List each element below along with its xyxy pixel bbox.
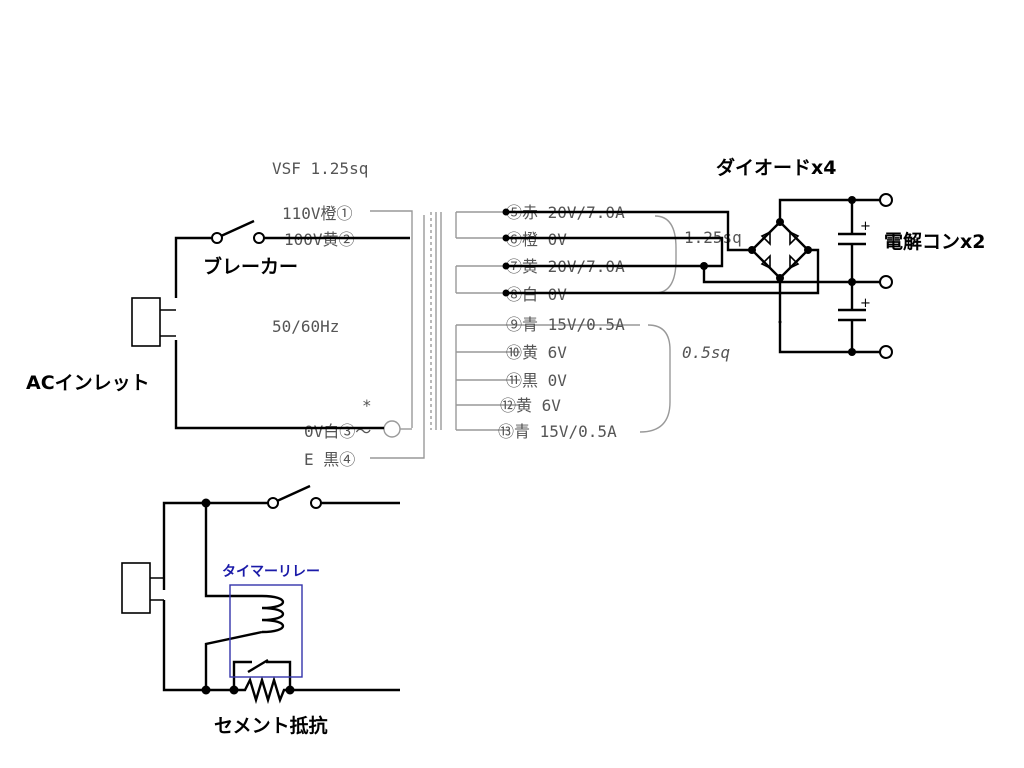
capacitor-2 [838, 282, 866, 352]
output-terminal-ground [879, 275, 893, 289]
primary-pin2-label: 100V黄② [284, 230, 355, 249]
wire-bridge-positive [778, 198, 852, 222]
node-resistor-left [229, 685, 239, 695]
breaker-contact-left [211, 232, 223, 244]
wire-coil-top [204, 503, 262, 598]
breaker-lever [220, 219, 255, 238]
capacitor-label: 電解コンx2 [884, 230, 985, 253]
wire-coil-bottom [204, 630, 263, 690]
relay-coil [261, 594, 284, 634]
cap2-plus: + [860, 296, 871, 311]
secondary-13-label: ⑬青 15V/0.5A [498, 422, 617, 441]
secondary-leads-c [455, 324, 640, 431]
stray-mark [778, 320, 782, 324]
wire-bridge-negative [778, 278, 852, 354]
wire-bottom-rail [162, 600, 206, 692]
switch-lever [276, 484, 311, 503]
wire-inlet-bottom [174, 340, 384, 430]
inlet-box [121, 562, 151, 614]
primary-lead-1 [370, 210, 413, 428]
wire-sec6 [505, 236, 724, 268]
relay-contact-lever [247, 658, 269, 674]
relay-contact-leads [232, 660, 292, 690]
junction-8 [502, 289, 510, 297]
secondary-12-label: ⑫黄 6V [500, 396, 561, 415]
bracket-1 [654, 215, 677, 294]
bridge-right-node [804, 246, 812, 254]
ac-inlet-label: ACインレット [26, 372, 150, 394]
ac-inlet-box [131, 297, 161, 347]
ground-lead [370, 215, 425, 459]
wire-spec-label: VSF 1.25sq [272, 159, 368, 178]
output-terminal-positive [879, 193, 893, 207]
group2-label: 0.5sq [682, 343, 730, 362]
secondary-8-label: ⑧白 0V [506, 285, 567, 304]
inlet-pins [150, 577, 164, 601]
output-terminal-negative [879, 345, 893, 359]
breaker-label: ブレーカー [203, 255, 298, 278]
wire-inlet-top [174, 236, 215, 298]
ac-inlet-pins [160, 309, 176, 337]
node-resistor-right [285, 685, 295, 695]
secondary-6-label: ⑥橙 0V [506, 230, 567, 249]
capacitor-1 [838, 200, 866, 282]
junction-7 [502, 262, 510, 270]
cap1-plus: + [860, 219, 871, 234]
transformer: VSF 1.25sq 110V橙① 100V黄② 50/60Hz 0V白③～ E… [272, 159, 742, 469]
switch-contact-left [267, 497, 279, 509]
diode-symbols [760, 230, 800, 270]
switch-contact-right [310, 497, 322, 509]
wire-top-rail [162, 501, 268, 590]
junction-center [700, 262, 708, 270]
primary-pin1-label: 110V橙① [282, 204, 353, 223]
timer-relay-box [229, 584, 303, 678]
wire-sec7 [505, 264, 852, 284]
primary-pin3-label: 0V白③～ [304, 422, 371, 441]
bridge-left-node [748, 246, 756, 254]
bridge-rectifier [750, 220, 810, 280]
breaker-contact-right [253, 232, 265, 244]
secondary-9-label: ⑨青 15V/0.5A [506, 315, 625, 334]
cement-resistor [206, 675, 400, 705]
wire-sec8 [505, 248, 820, 295]
inrush-limiter-circuit: タイマーリレー セメント抵抗 [121, 484, 400, 737]
secondary-11-label: ⑪黒 0V [506, 371, 567, 390]
primary-circuit: ブレーカー ACインレット [26, 219, 410, 430]
output-leads [852, 198, 880, 354]
dot-mark: * [362, 396, 372, 415]
wire-sec5 [505, 210, 752, 252]
diode-label: ダイオードx4 [716, 156, 836, 179]
frequency-label: 50/60Hz [272, 317, 339, 336]
secondary-10-label: ⑩黄 6V [506, 343, 567, 362]
junction-5 [502, 208, 510, 216]
ground-pin4-label: E 黒④ [304, 450, 355, 469]
timer-relay-label: タイマーリレー [222, 564, 320, 580]
junction-6 [502, 234, 510, 242]
primary-lead-3-ring [383, 420, 401, 438]
cement-resistor-label: セメント抵抗 [214, 714, 328, 737]
rectifier-circuit: + + ダイオードx4 電解コンx2 [502, 156, 985, 359]
bracket-2 [639, 324, 671, 433]
